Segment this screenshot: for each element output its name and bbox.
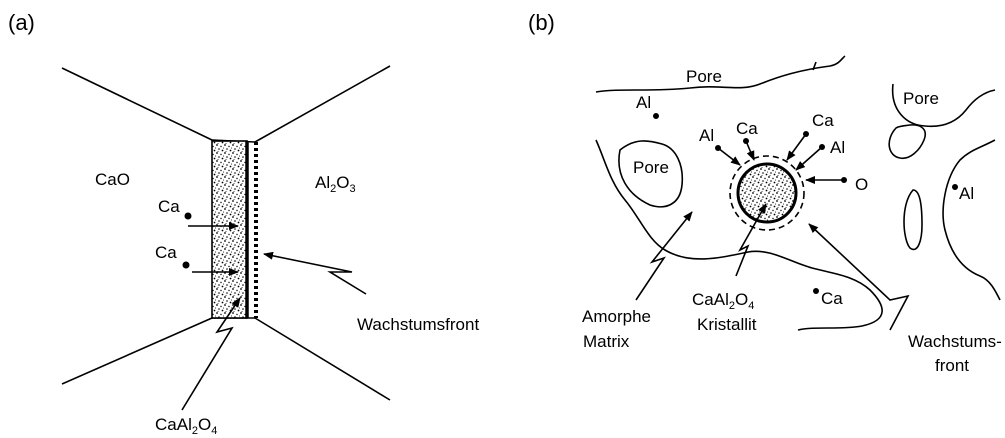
- al2o3-boundary-bottom: [254, 317, 391, 401]
- al-label-topleft: Al: [636, 93, 651, 112]
- ca-label-near-1: Ca: [736, 119, 758, 138]
- panel-a: (a) CaO Al2O3 Ca Ca Wachstumsfront CaAl2…: [8, 10, 479, 437]
- cao-boundary-top: [61, 67, 213, 141]
- ca-label-near-2: Ca: [812, 111, 834, 130]
- matrix-label-line1: Amorphe: [582, 307, 651, 326]
- cao-boundary-bottom: [61, 317, 213, 385]
- crystallite-label-line1: CaAl2O4: [692, 290, 754, 312]
- panel-b: (b) Pore Pore Pore Al Al Ca Ca Al O: [528, 10, 1002, 375]
- ca-ion-dot-2: [182, 261, 190, 269]
- product-label: CaAl2O4: [155, 415, 217, 437]
- front-label-line2: front: [935, 356, 969, 375]
- al-dot-topleft: [653, 113, 659, 119]
- ca-ion-label-1: Ca: [158, 197, 180, 216]
- product-pointer: [181, 297, 241, 411]
- growth-front-pointer: [263, 251, 367, 295]
- pore-label-top: Pore: [686, 67, 722, 86]
- matrix-left-boundary: [595, 139, 883, 331]
- growth-front-label: Wachstumsfront: [357, 315, 479, 334]
- pore-small-right: [903, 189, 923, 251]
- ca-ion-label-2: Ca: [155, 243, 177, 262]
- al-label-right: Al: [959, 184, 974, 203]
- ca-dot-bottom: [813, 288, 819, 294]
- pore-label-left: Pore: [633, 158, 669, 177]
- al-label-near-2: Al: [830, 138, 845, 157]
- panel-b-label: (b): [528, 10, 555, 35]
- al2o3-boundary-top: [254, 65, 391, 143]
- product-layer: [211, 140, 248, 319]
- al-arrow-near-1: [717, 147, 741, 166]
- front-label-line1: Wachstums-: [908, 332, 1002, 351]
- growth-front-dashed-ring: [729, 155, 805, 231]
- pore-left-outline: [618, 140, 684, 208]
- matrix-label-line2: Matrix: [583, 332, 630, 351]
- front-pointer: [808, 223, 910, 331]
- pore-top-boundary: [595, 55, 846, 93]
- pore-label-right: Pore: [903, 89, 939, 108]
- al-arrow-near-2: [795, 146, 823, 171]
- o-label-near: O: [855, 175, 868, 194]
- crystallite-disc: [736, 162, 798, 224]
- pore-right-outline: [891, 83, 996, 128]
- panel-a-label: (a): [8, 10, 35, 35]
- al-label-near-1: Al: [699, 126, 714, 145]
- matrix-pointer: [635, 211, 693, 301]
- ca-ion-dot-1: [184, 212, 192, 220]
- cao-label: CaO: [95, 170, 130, 189]
- al2o3-label: Al2O3: [315, 173, 356, 195]
- al-dot-right: [952, 184, 958, 190]
- ca-label-bottom: Ca: [821, 289, 843, 308]
- pore-top-tail: [812, 61, 817, 71]
- matrix-right-boundary: [942, 139, 1001, 301]
- crystallite-pointer: [735, 203, 767, 277]
- crystallite-label-line2: Kristallit: [697, 315, 757, 334]
- pore-right-inner: [888, 124, 926, 160]
- ca-arrow-near-1: [745, 140, 755, 161]
- ca-arrow-near-2: [786, 133, 807, 161]
